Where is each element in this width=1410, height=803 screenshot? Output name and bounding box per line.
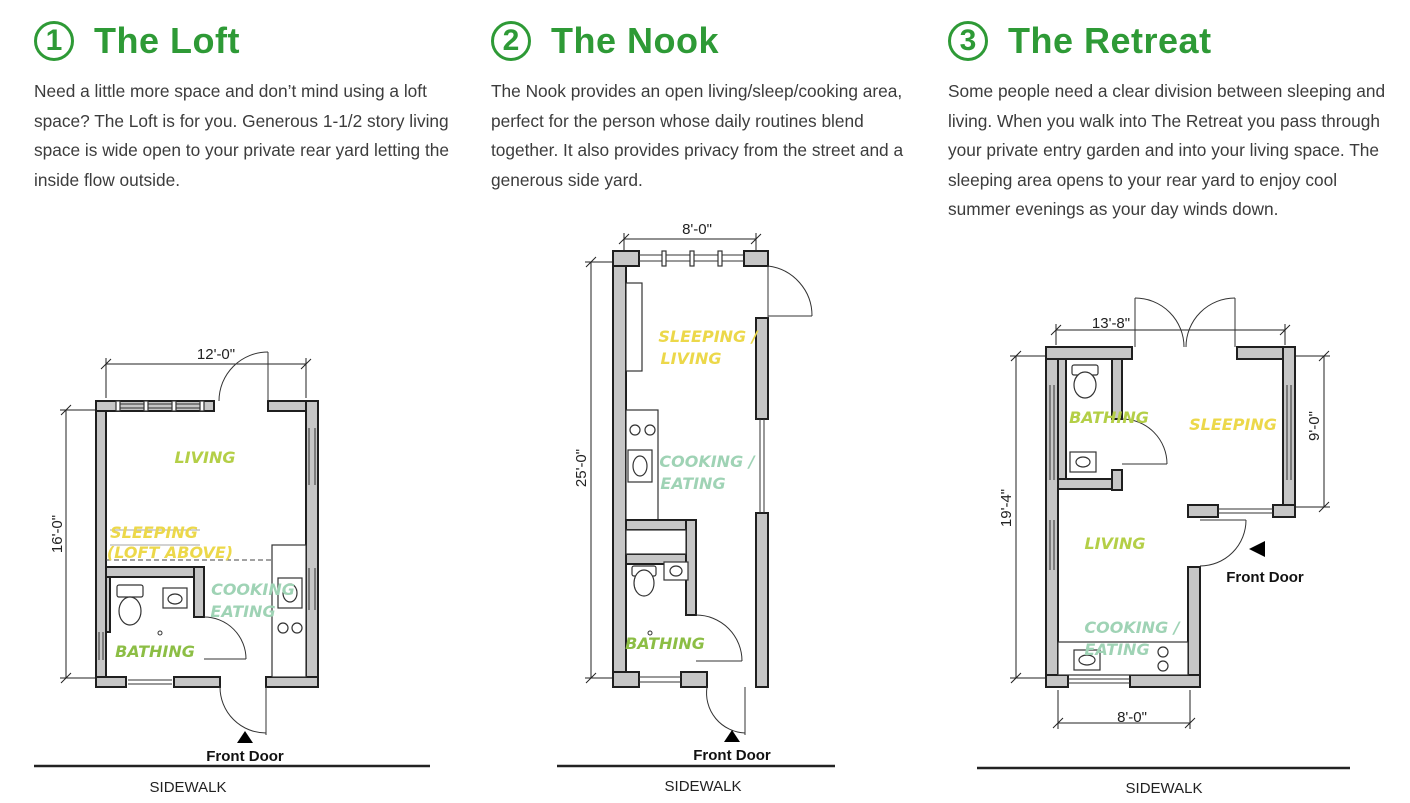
plan-number-badge: 3 [948, 21, 988, 61]
plan-description: Some people need a clear division betwee… [948, 81, 1386, 220]
plan-loft: 1 The Loft Need a little more space and … [0, 0, 470, 803]
plan-title: The Nook [551, 20, 720, 61]
plan-heading: 3 The Retreat [948, 18, 1212, 64]
plan-nook: 2 The Nook The Nook provides an open liv… [491, 18, 904, 190]
plan-heading: 1 The Loft [34, 18, 240, 64]
plan-description: Need a little more space and don’t mind … [34, 81, 449, 190]
plan-heading: 2 The Nook [491, 18, 719, 64]
plan-title: The Retreat [1008, 20, 1212, 61]
plan-title: The Loft [94, 20, 240, 61]
plan-description: The Nook provides an open living/sleep/c… [491, 81, 904, 190]
plan-number-badge: 1 [34, 21, 74, 61]
plan-number-badge: 2 [491, 21, 531, 61]
